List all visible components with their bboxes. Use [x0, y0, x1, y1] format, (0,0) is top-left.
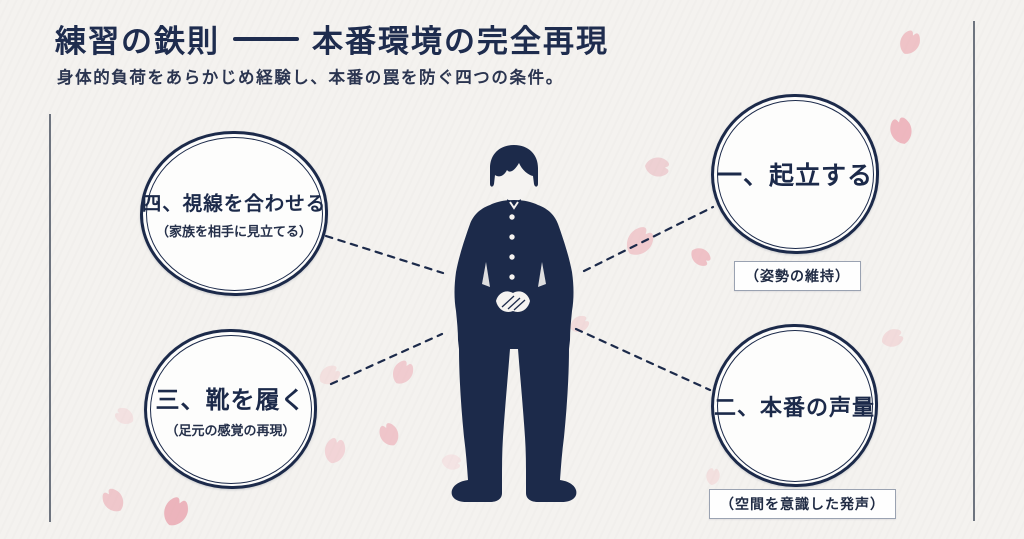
sakura-petal-icon: [441, 454, 462, 470]
sakura-petal-icon: [890, 117, 912, 144]
note-box-voicing: （空間を意識した発声）: [709, 489, 896, 519]
sakura-petal-icon: [379, 423, 399, 446]
circle-label-voice: 二、本番の声量: [714, 394, 876, 420]
sakura-petal-icon: [114, 407, 134, 425]
circle-label-stand: 一、起立する: [716, 163, 873, 190]
sakura-petal-icon: [626, 227, 654, 255]
left-vertical-rule: [49, 114, 51, 522]
sakura-petal-icon: [570, 315, 590, 333]
connector-line-stand: [582, 205, 715, 273]
title-dash: [233, 36, 299, 41]
condition-circle-stand: 一、起立する: [711, 94, 879, 254]
page-title: 練習の鉄則 本番環境の完全再現: [55, 16, 609, 61]
student-figure-illustration: [451, 145, 577, 502]
sakura-petal-icon: [102, 488, 124, 512]
page-title-right: 本番環境の完全再現: [312, 24, 609, 59]
connector-line-gaze: [324, 234, 445, 275]
sakura-petal-icon: [882, 329, 904, 347]
sakura-petal-icon: [645, 157, 670, 177]
condition-circle-shoes: 三、靴を履く （足元の感覚の再現）: [144, 329, 317, 489]
condition-circle-gaze: 四、視線を合わせる （家族を相手に見立てる）: [140, 131, 328, 296]
page-subtitle: 身体的負荷をあらかじめ経験し、本番の罠を防ぐ四つの条件。: [57, 69, 564, 87]
page-title-left: 練習の鉄則: [55, 24, 220, 59]
condition-circle-voice: 二、本番の声量: [711, 324, 878, 487]
circle-note-shoes: （足元の感覚の再現）: [165, 422, 296, 438]
sakura-petal-icon: [324, 438, 346, 464]
sakura-petal-icon: [392, 360, 414, 384]
sakura-petal-icon: [164, 497, 188, 526]
circle-label-shoes: 三、靴を履く: [155, 387, 306, 414]
connector-line-voice: [574, 327, 712, 392]
sakura-petal-icon: [900, 30, 920, 54]
circle-note-gaze: （家族を相手に見立てる）: [155, 224, 312, 239]
connector-line-shoes: [329, 332, 444, 386]
sakura-petal-icon: [319, 365, 341, 385]
circle-label-gaze: 四、視線を合わせる: [141, 194, 327, 215]
note-box-posture: （姿勢の維持）: [734, 261, 861, 291]
right-vertical-rule: [973, 21, 975, 521]
sakura-petal-icon: [706, 468, 720, 485]
sakura-petal-icon: [691, 248, 711, 266]
